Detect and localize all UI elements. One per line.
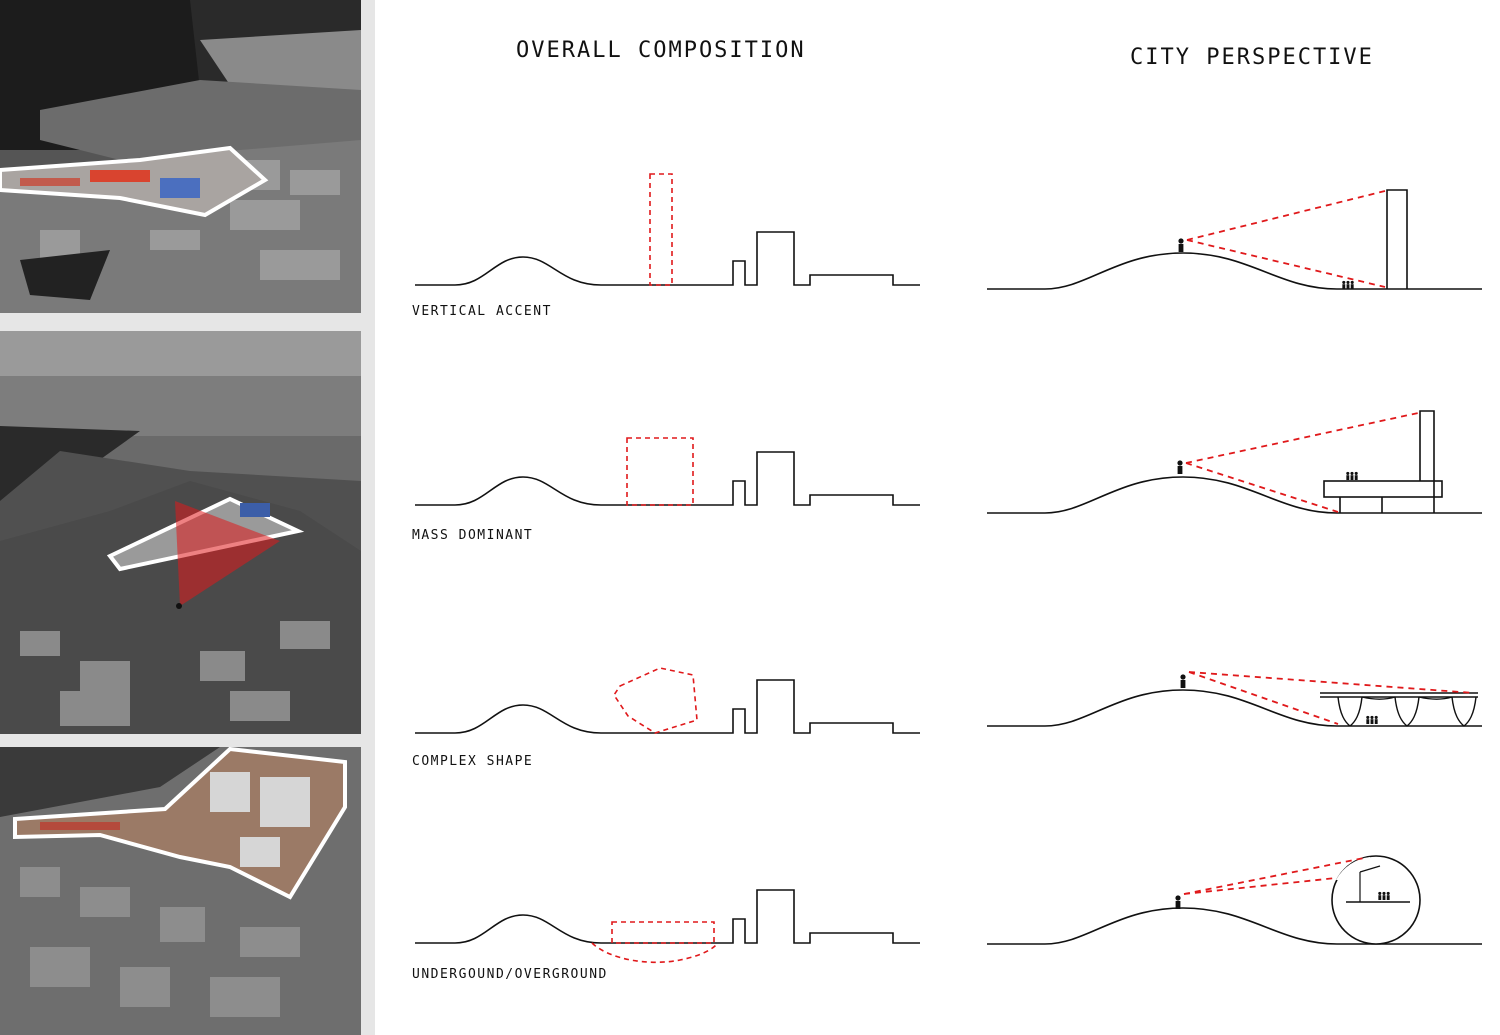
person-icon [1180,674,1185,688]
composition-diagram-complex-shape [415,668,920,733]
person-icon [1177,460,1182,474]
perspective-diagram-vertical-accent [987,190,1482,289]
perspective-diagram-underground-overground [987,856,1482,944]
people-group-icon [1346,472,1358,480]
person-icon [1178,238,1183,252]
composition-diagram-vertical-accent [415,174,920,285]
proposed-overground-outline [612,922,714,943]
proposed-tower-outline [650,174,672,285]
people-group-icon [1342,281,1354,289]
perspective-diagram-mass-dominant [987,411,1482,513]
composition-diagram-underground-overground [415,890,920,962]
proposed-complex-outline [614,668,697,733]
composition-diagram-mass-dominant [415,438,920,505]
people-group-icon [1378,892,1390,900]
perspective-diagram-complex-shape [987,672,1482,726]
proposed-underground-outline [592,943,718,962]
people-group-icon [1366,716,1378,724]
person-icon [1175,895,1180,909]
proposed-mass-outline [627,438,693,505]
